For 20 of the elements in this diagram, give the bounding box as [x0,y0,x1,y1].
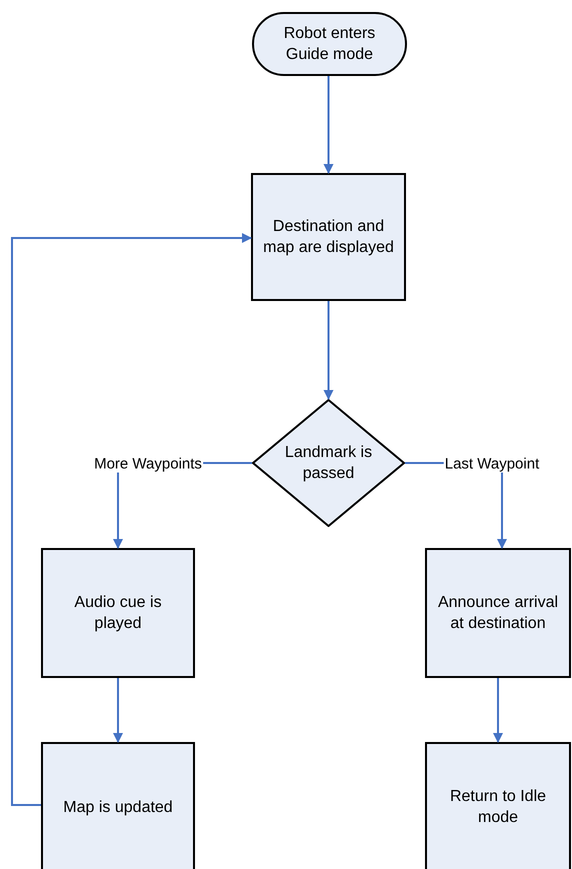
edge-label: Last Waypoint [444,456,540,472]
arrow [11,233,252,806]
process-box [251,173,406,301]
decision-diamond [252,399,405,527]
process-box [41,548,195,678]
process-box [425,742,571,869]
process-box [41,742,195,869]
node-label: Audio cue is played [73,593,163,634]
node-label: Map is updated [63,798,173,818]
edge-label: More Waypoints [93,456,203,472]
arrow [113,678,123,743]
node-label: Landmark is passed [284,443,374,484]
process-box [425,548,571,678]
node-label: Destination and map are displayed [262,217,395,258]
node-label: Robot enters Guide mode [282,24,376,65]
node-label: Return to Idle mode [448,787,548,828]
arrow [324,76,334,174]
arrow [493,678,503,743]
arrow [324,301,334,400]
node-label: Announce arrival at destination [436,593,560,634]
